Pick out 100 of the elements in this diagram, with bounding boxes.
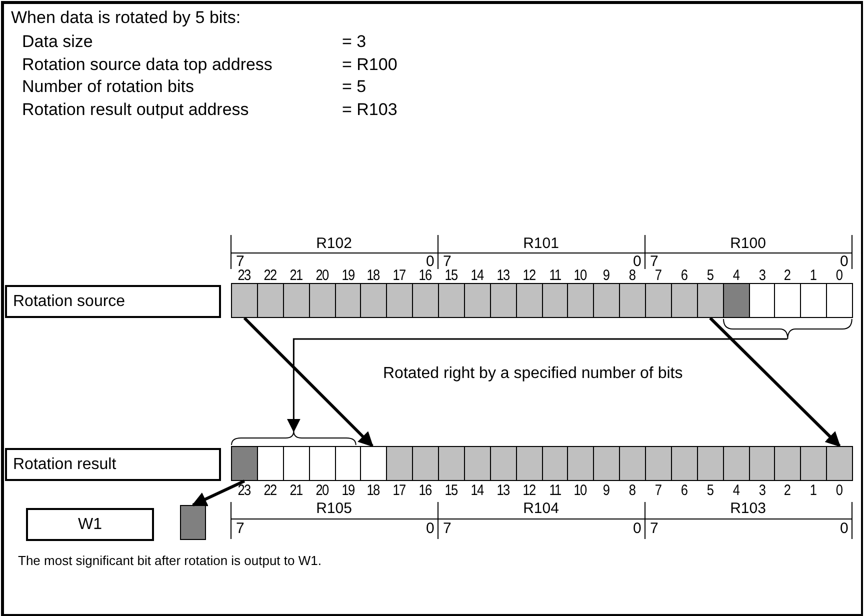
bit-cell <box>490 446 517 481</box>
bit-cell <box>800 283 828 318</box>
bit-cell <box>516 446 542 481</box>
register-label: W1 <box>26 508 154 541</box>
register-name: R101 <box>522 235 560 252</box>
bit-number: 10 <box>573 482 588 499</box>
bit-number: 13 <box>496 267 510 284</box>
bit-number: 12 <box>521 482 536 499</box>
bit-cell <box>360 283 388 318</box>
bit-number: 3 <box>757 267 766 284</box>
bit-number: 9 <box>602 482 610 499</box>
edge-label: Rotated right by a specified number of bits <box>383 365 683 383</box>
bit-cell <box>645 446 672 481</box>
bit-range-start: 7 <box>443 520 452 537</box>
bit-range-start: 7 <box>650 253 658 270</box>
bit-cell <box>567 446 594 481</box>
bit-number: 8 <box>628 482 636 499</box>
arrow <box>243 316 374 448</box>
bit-cell <box>256 283 284 318</box>
bit-number: 22 <box>262 482 278 499</box>
bit-cell <box>412 446 439 481</box>
bit-cell <box>722 283 750 318</box>
bit-number: 0 <box>835 267 844 284</box>
bit-number: 6 <box>680 482 688 499</box>
arrow <box>192 480 246 506</box>
heading: When data is rotated by 5 bits: <box>11 8 241 28</box>
bit-range-end: 0 <box>840 520 848 537</box>
register-label: Rotation result <box>5 448 221 481</box>
bit-cell <box>593 283 620 318</box>
bit-cell <box>619 283 646 318</box>
bit-number: 22 <box>262 267 278 284</box>
bit-number: 19 <box>340 267 356 284</box>
bit-number: 1 <box>809 482 818 499</box>
bit-number: 18 <box>366 482 381 499</box>
bit-cell <box>774 446 802 481</box>
bit-number: 15 <box>444 267 458 284</box>
bit-cell <box>696 283 724 318</box>
bit-cell <box>256 446 284 481</box>
bit-range-end: 0 <box>633 253 642 270</box>
bit-cell <box>282 446 310 481</box>
parameter-name: Number of rotation bits <box>22 77 194 97</box>
bit-cell <box>412 283 439 318</box>
bit-number: 6 <box>680 267 688 284</box>
bit-cell <box>748 283 776 318</box>
bit-cell <box>619 446 646 481</box>
bit-cell <box>670 446 698 481</box>
bit-cell <box>231 283 258 318</box>
curly-brace <box>231 431 356 445</box>
bit-number: 20 <box>314 267 330 284</box>
bit-number: 21 <box>288 267 304 284</box>
bit-number: 20 <box>314 482 330 499</box>
bit-number: 12 <box>521 267 536 284</box>
arrow <box>709 316 841 448</box>
bit-cell <box>334 446 362 481</box>
bit-cell <box>360 446 388 481</box>
bit-range-start: 7 <box>443 253 452 270</box>
curly-brace <box>722 319 852 339</box>
bit-cell <box>438 446 465 481</box>
bit-range-end: 0 <box>426 520 434 537</box>
bit-range-start: 7 <box>236 253 244 270</box>
bit-cell <box>542 283 568 318</box>
bit-number: 19 <box>340 482 356 499</box>
bit-cell <box>645 283 672 318</box>
bit-cell <box>774 283 802 318</box>
parameter-value: = R103 <box>342 100 398 120</box>
bit-cell <box>542 446 568 481</box>
bit-number: 14 <box>470 267 485 284</box>
bit-number: 13 <box>496 482 510 499</box>
bit-number: 5 <box>706 267 714 284</box>
note-text: The most significant bit after rotation is output to W1. <box>18 553 322 568</box>
bit-cell <box>231 446 258 481</box>
bit-number: 16 <box>418 267 432 284</box>
bit-number: 3 <box>757 482 766 499</box>
bit-cell <box>282 283 310 318</box>
parameter-name: Rotation result output address <box>22 100 249 120</box>
bit-cell <box>567 283 594 318</box>
bit-number: 21 <box>288 482 304 499</box>
bit-number: 10 <box>573 267 588 284</box>
bit-number: 18 <box>366 267 381 284</box>
bit-cell <box>826 446 853 481</box>
bit-number: 2 <box>783 267 792 284</box>
bit-cell <box>308 446 336 481</box>
register-name: R100 <box>729 235 767 252</box>
bit-number: 15 <box>444 482 458 499</box>
bit-cell <box>490 283 517 318</box>
bit-cell <box>308 283 336 318</box>
parameter-value: = 3 <box>342 32 366 52</box>
register-name: R102 <box>315 235 353 252</box>
register-name: R105 <box>315 500 353 517</box>
register-label: Rotation source <box>5 285 221 318</box>
bit-number: 4 <box>732 482 740 499</box>
bit-number: 17 <box>392 482 406 499</box>
bit-number: 16 <box>418 482 432 499</box>
bit-range-start: 7 <box>650 520 658 537</box>
parameter-name: Data size <box>22 32 93 52</box>
bit-number: 11 <box>548 267 562 284</box>
bit-cell <box>464 283 491 318</box>
bit-cell <box>670 283 698 318</box>
bit-cell <box>722 446 750 481</box>
parameter-value: = R100 <box>342 54 398 74</box>
